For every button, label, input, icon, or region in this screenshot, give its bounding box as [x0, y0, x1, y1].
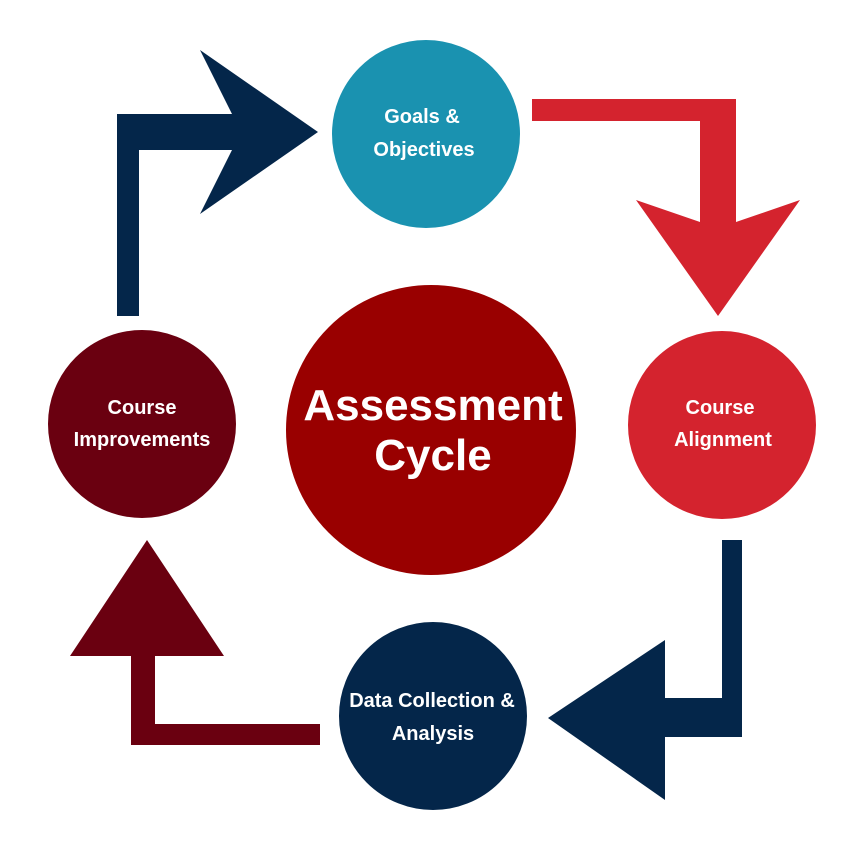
- node-data-line-1: Data Collection &: [349, 690, 515, 712]
- node-goals-circle: [328, 36, 524, 232]
- center-circle: [282, 281, 580, 579]
- center-title-line-2: Cycle: [374, 431, 491, 480]
- node-alignment-line-1: Course: [686, 397, 755, 419]
- node-improvements-line-2: Improvements: [74, 429, 211, 451]
- node-improvements-line-1: Course: [108, 397, 177, 419]
- arrow-data-to-improvements: [70, 540, 320, 745]
- node-alignment-line-2: Alignment: [674, 429, 772, 451]
- node-improvements-circle: [44, 326, 240, 522]
- node-alignment-circle: [624, 327, 820, 523]
- node-data-line-2: Analysis: [392, 723, 474, 745]
- center-title-line-1: Assessment: [303, 381, 563, 430]
- arrow-alignment-to-data: [548, 540, 742, 800]
- node-goals-line-2: Objectives: [373, 139, 474, 161]
- arrow-improvements-to-goals: [117, 50, 318, 316]
- node-data-circle: [335, 618, 531, 814]
- node-goals-line-1: Goals &: [384, 106, 460, 128]
- arrow-goals-to-alignment: [532, 99, 800, 316]
